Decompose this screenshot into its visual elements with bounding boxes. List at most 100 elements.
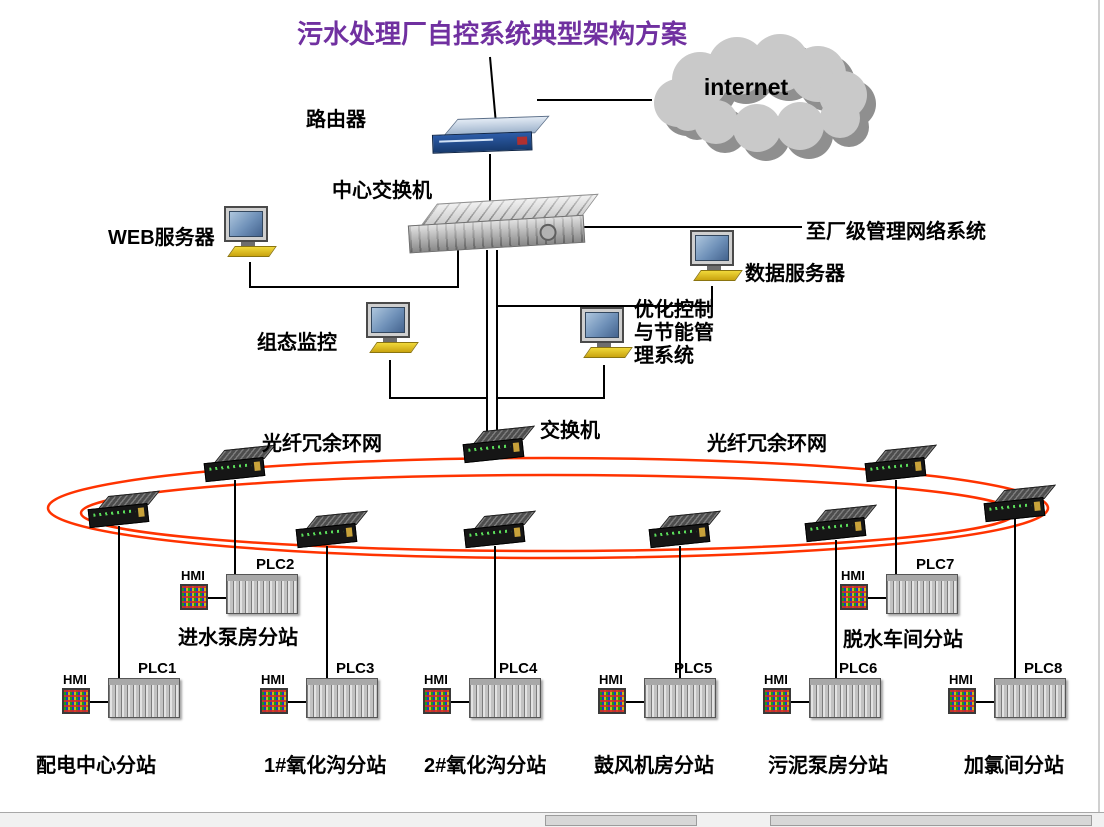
field-switch-label: 交换机 bbox=[540, 420, 600, 442]
plc-label: PLC3 bbox=[336, 660, 375, 677]
plc-icon bbox=[809, 678, 881, 718]
hmi-label: HMI bbox=[63, 672, 87, 687]
fiber-ring-outer bbox=[46, 456, 1050, 560]
station-label-plc7: 脱水车间分站 bbox=[843, 629, 963, 651]
plc-label: PLC6 bbox=[839, 660, 878, 677]
monitor-stand bbox=[707, 266, 721, 270]
station-plc7: HMI PLC7 bbox=[840, 556, 970, 620]
hmi-label: HMI bbox=[841, 568, 865, 583]
plc-icon bbox=[886, 574, 958, 614]
page-title: 污水处理厂自控系统典型架构方案 bbox=[296, 19, 687, 49]
ring-switch-5 bbox=[647, 510, 722, 550]
plant-network-label: 至厂级管理网络系统 bbox=[806, 221, 986, 243]
ring-switch-7 bbox=[863, 444, 938, 484]
wire-optimization bbox=[497, 365, 605, 399]
fiber-ring-inner bbox=[79, 473, 1017, 553]
monitor-stand bbox=[383, 338, 397, 342]
switch-front-face bbox=[983, 496, 1046, 523]
plc-label: PLC7 bbox=[916, 556, 955, 573]
switch-front-face bbox=[864, 456, 927, 483]
router-label: 路由器 bbox=[306, 109, 366, 131]
hmi-icon bbox=[260, 688, 288, 714]
station-label-plc8: 加氯间分站 bbox=[964, 755, 1064, 777]
fiber-ring-label-left: 光纤冗余环网 bbox=[262, 433, 382, 455]
data-server-computer bbox=[688, 230, 743, 290]
optimization-label-line3: 理系统 bbox=[634, 345, 694, 367]
data-server-label: 数据服务器 bbox=[745, 263, 845, 285]
central-switch-label: 中心交换机 bbox=[332, 180, 432, 202]
hmi-icon bbox=[423, 688, 451, 714]
optimization-label-line1: 优化控制 bbox=[634, 299, 714, 321]
internet-cloud bbox=[654, 34, 867, 152]
wire-data-server bbox=[497, 286, 713, 307]
keyboard-icon bbox=[227, 246, 277, 257]
keyboard-icon bbox=[369, 342, 419, 353]
monitor-icon bbox=[690, 230, 734, 266]
plc-icon bbox=[108, 678, 180, 718]
screen bbox=[695, 235, 729, 261]
hmi-icon bbox=[62, 688, 90, 714]
hmi-icon bbox=[840, 584, 868, 610]
wire-scada bbox=[389, 360, 487, 399]
wire-web-server bbox=[249, 250, 459, 288]
plc-icon bbox=[306, 678, 378, 718]
scada-label: 组态监控 bbox=[257, 332, 337, 354]
keyboard-icon bbox=[583, 347, 633, 358]
web-server-computer bbox=[222, 206, 277, 266]
station-label-plc2: 进水泵房分站 bbox=[178, 627, 298, 649]
monitor-stand bbox=[241, 242, 255, 246]
switch-front-face bbox=[203, 456, 266, 483]
ring-switch-8 bbox=[982, 484, 1057, 524]
scrollbar-segment[interactable] bbox=[770, 815, 1092, 826]
station-plc3: HMI PLC3 bbox=[260, 660, 390, 724]
router-antenna bbox=[489, 56, 497, 125]
station-plc4: HMI PLC4 bbox=[423, 660, 553, 724]
station-label-plc3: 1#氧化沟分站 bbox=[264, 755, 387, 777]
field-switch-device bbox=[461, 425, 536, 465]
ring-switch-1 bbox=[202, 444, 277, 484]
monitor-icon bbox=[580, 307, 624, 343]
hmi-label: HMI bbox=[181, 568, 205, 583]
station-plc5: HMI PLC5 bbox=[598, 660, 728, 724]
station-plc1: HMI PLC1 bbox=[62, 660, 192, 724]
scrollbar-thumb[interactable] bbox=[545, 815, 697, 826]
hmi-icon bbox=[180, 584, 208, 610]
plc-icon bbox=[226, 574, 298, 614]
monitor-stand bbox=[597, 343, 611, 347]
hmi-label: HMI bbox=[424, 672, 448, 687]
keyboard-icon bbox=[693, 270, 743, 281]
ring-switch-6 bbox=[803, 504, 878, 544]
switch-front-face bbox=[648, 522, 711, 549]
web-server-label: WEB服务器 bbox=[108, 227, 215, 249]
ring-switch-3 bbox=[294, 510, 369, 550]
screen bbox=[371, 307, 405, 333]
network-wires bbox=[90, 56, 1016, 703]
screen bbox=[229, 211, 263, 237]
internet-label: internet bbox=[703, 74, 789, 100]
ring-switch-2 bbox=[86, 490, 161, 530]
horizontal-scrollbar[interactable] bbox=[0, 812, 1104, 827]
hmi-label: HMI bbox=[599, 672, 623, 687]
screen bbox=[585, 312, 619, 338]
hmi-icon bbox=[763, 688, 791, 714]
router-front-face bbox=[431, 131, 533, 154]
plc-icon bbox=[469, 678, 541, 718]
plc-label: PLC1 bbox=[138, 660, 177, 677]
plc-icon bbox=[644, 678, 716, 718]
ring-switch-4 bbox=[462, 510, 537, 550]
monitor-icon bbox=[224, 206, 268, 242]
router-device bbox=[431, 115, 550, 156]
switch-front-face bbox=[295, 522, 358, 549]
optimization-label-line2: 与节能管 bbox=[634, 322, 714, 344]
hmi-label: HMI bbox=[949, 672, 973, 687]
hmi-label: HMI bbox=[261, 672, 285, 687]
switch-front-face bbox=[87, 502, 150, 529]
plc-label: PLC5 bbox=[674, 660, 713, 677]
scada-computer bbox=[364, 302, 419, 362]
station-plc6: HMI PLC6 bbox=[763, 660, 893, 724]
window-right-edge bbox=[1098, 0, 1100, 812]
plc-label: PLC2 bbox=[256, 556, 295, 573]
plc-icon bbox=[994, 678, 1066, 718]
